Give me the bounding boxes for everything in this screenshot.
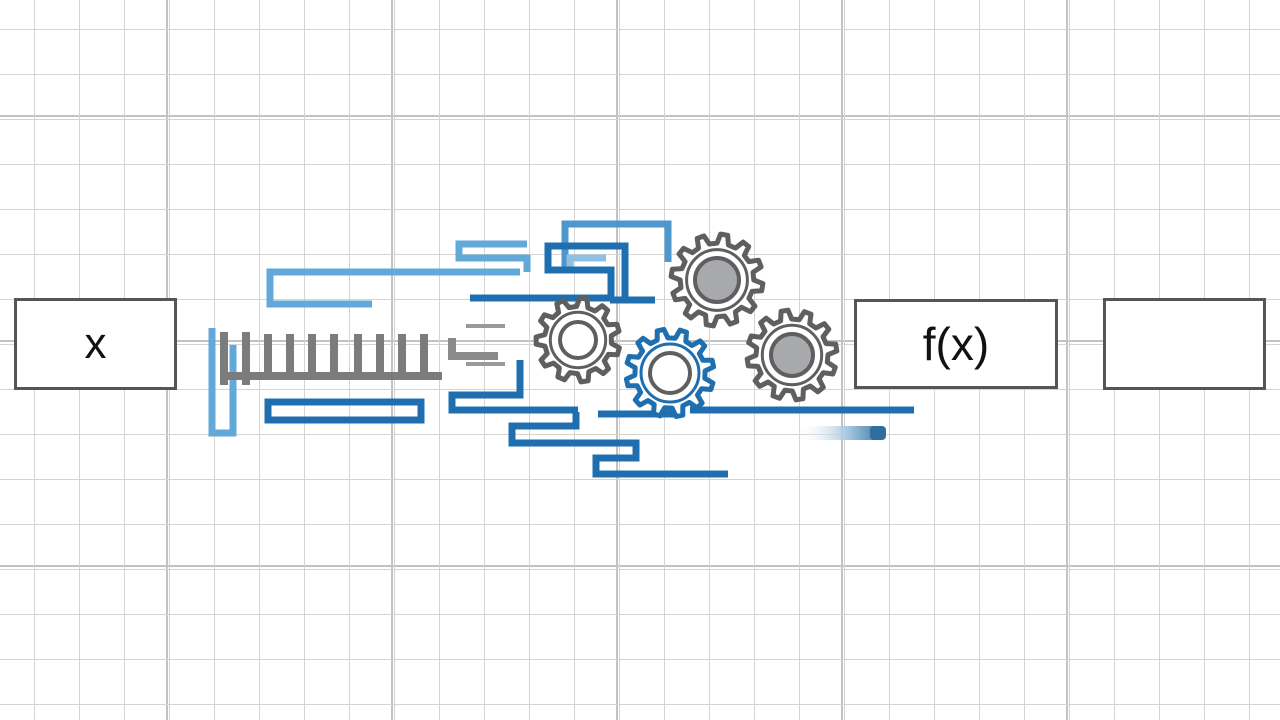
- input-label: x: [84, 319, 107, 368]
- gear-ring: [760, 323, 824, 387]
- gear-hub: [648, 351, 692, 395]
- pipe-icon: [566, 254, 606, 268]
- pipe-icon: [455, 240, 531, 272]
- dark-pipes: [264, 242, 914, 478]
- pipe-icon: [266, 268, 520, 308]
- gear-ring: [548, 310, 608, 370]
- input-box: x: [14, 298, 177, 390]
- function-label: f(x): [922, 318, 990, 370]
- gear-hub: [769, 332, 815, 378]
- gear-hub: [558, 320, 598, 360]
- result-box: [1103, 298, 1266, 390]
- function-box: f(x): [854, 299, 1058, 389]
- pipe-icon: [508, 412, 728, 478]
- pipe-icon: [220, 332, 442, 385]
- gear-icon: [668, 231, 766, 329]
- pipe-icon: [264, 398, 425, 424]
- pipe-icon: [448, 338, 498, 360]
- gear-hub: [693, 256, 741, 304]
- pipe-icon: [208, 328, 237, 437]
- light-pipes: [208, 220, 672, 437]
- grey-comb-pipe: [220, 324, 505, 385]
- gear-ring: [685, 248, 749, 312]
- gears: [533, 231, 840, 420]
- pipe-icon: [466, 324, 505, 366]
- gear-icon: [623, 326, 717, 420]
- gear-icon: [744, 307, 840, 403]
- gear-icon: [533, 295, 622, 385]
- pipe-icon: [448, 360, 578, 414]
- cylinder-icon: [796, 426, 886, 440]
- gear-ring: [639, 342, 701, 404]
